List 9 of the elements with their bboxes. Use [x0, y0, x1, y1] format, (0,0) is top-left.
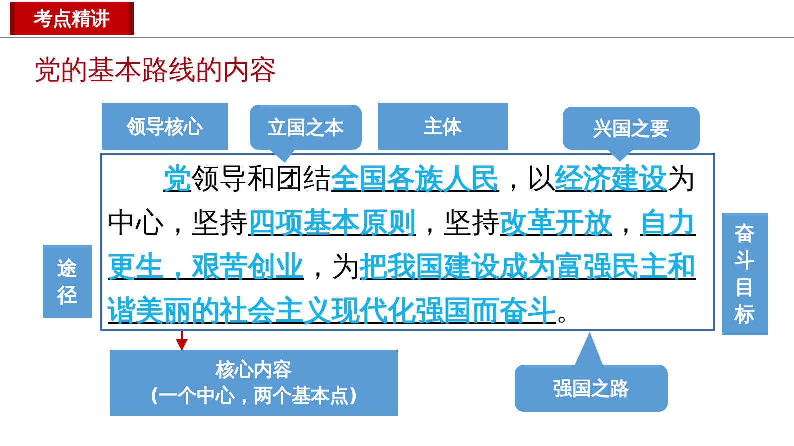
label-box: 途径: [43, 245, 92, 318]
label-box: 核心内容 (一个中心，两个基本点): [110, 350, 398, 416]
label-box: 奋斗目标: [722, 213, 768, 335]
title: 党的基本路线的内容: [34, 54, 277, 88]
paragraph: 党领导和团结全国各族人民，以经济建设为中心，坚持四项基本原则，坚持改革开放，自力更生，艰苦创业，为把我国建设成为富强民主和谐美丽的社会主义现代化强国而奋斗。: [108, 161, 697, 329]
label-box: 主体: [378, 103, 508, 150]
arrow: [176, 331, 188, 352]
header-badge: 考点精讲: [10, 2, 134, 35]
label-box: 领导核心: [102, 103, 228, 150]
